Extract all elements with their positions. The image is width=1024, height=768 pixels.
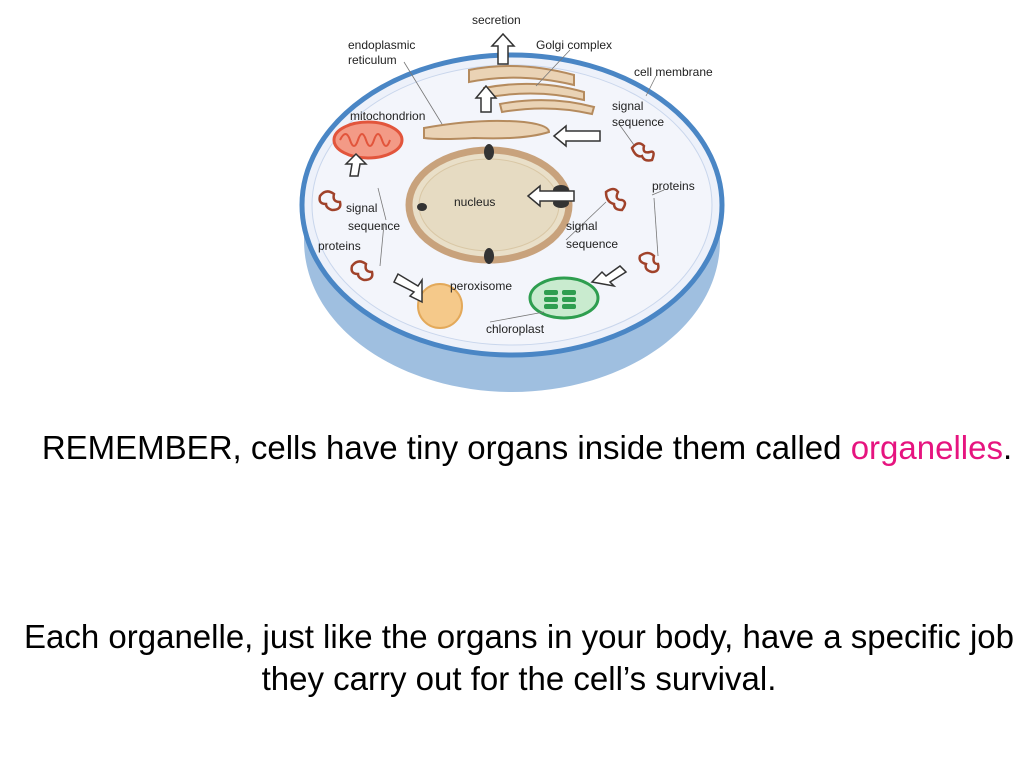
label-sig-l-2: sequence <box>348 219 400 233</box>
cell-diagram: secretion Golgi complex endoplasmic reti… <box>299 13 725 392</box>
label-sig-rt-2: sequence <box>612 115 664 129</box>
transport-arrows <box>344 32 628 304</box>
label-sig-rt-1: signal <box>612 99 643 113</box>
label-chloroplast: chloroplast <box>486 322 545 336</box>
nucleus <box>405 144 573 264</box>
label-sig-rb-1: signal <box>566 219 597 233</box>
label-secretion: secretion <box>472 13 521 27</box>
leader-lines <box>377 49 665 323</box>
remember-period: . <box>1002 429 1013 466</box>
organelles-highlight: organelles <box>850 429 1003 466</box>
protein-squiggles <box>318 142 660 282</box>
chloroplast <box>528 276 600 320</box>
label-sig-rb-2: sequence <box>566 237 618 251</box>
organelle-paragraph: Each organelle, just like the organs in … <box>24 618 1014 697</box>
label-sig-l-1: signal <box>346 201 377 215</box>
diagram-labels: secretion Golgi complex endoplasmic reti… <box>318 13 713 336</box>
golgi-complex <box>468 65 596 116</box>
label-mito: mitochondrion <box>350 109 425 123</box>
label-proteins-left: proteins <box>318 239 361 253</box>
label-membrane: cell membrane <box>634 65 713 79</box>
mitochondrion <box>332 120 404 160</box>
label-nucleus: nucleus <box>454 195 495 209</box>
label-peroxisome: peroxisome <box>450 279 512 293</box>
label-proteins-right: proteins <box>652 179 695 193</box>
endoplasmic-reticulum <box>423 119 551 140</box>
remember-text: REMEMBER, cells have tiny organs inside … <box>41 429 851 466</box>
peroxisome <box>417 283 463 329</box>
label-golgi: Golgi complex <box>536 38 612 52</box>
label-er-2: reticulum <box>348 53 397 67</box>
remember-paragraph: REMEMBER, cells have tiny organs inside … <box>0 426 1024 470</box>
label-er-1: endoplasmic <box>348 38 415 52</box>
